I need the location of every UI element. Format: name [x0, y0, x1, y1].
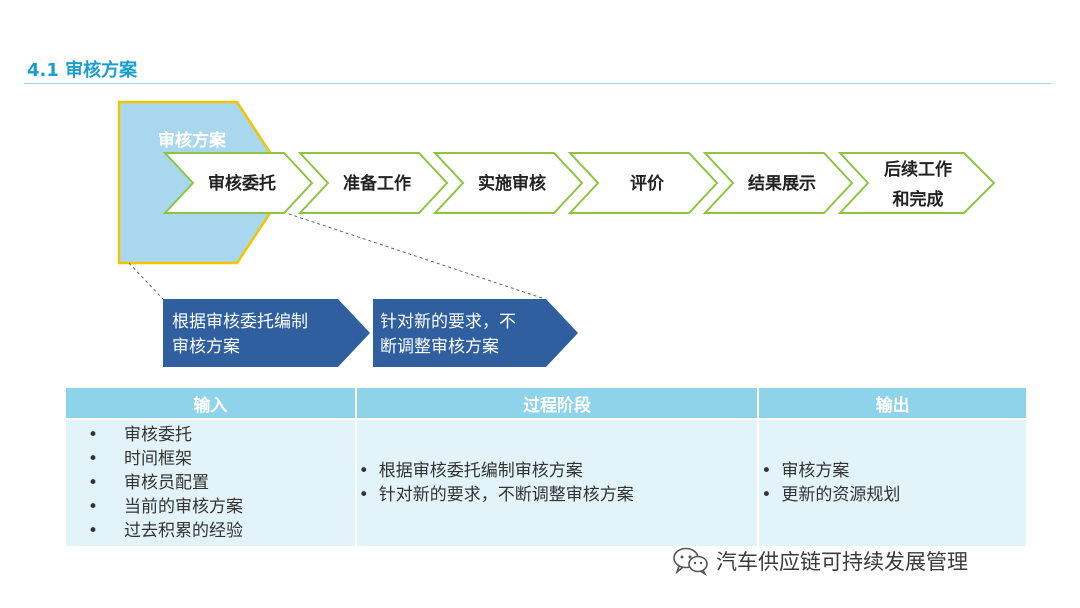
list-item: 更新的资源规划 [759, 483, 1026, 507]
watermark: 汽车供应链可持续发展管理 [672, 543, 1052, 579]
process-cell: 根据审核委托编制审核方案 针对新的要求，不断调整审核方案 [356, 420, 758, 546]
table-header-row: 输入 过程阶段 输出 [66, 388, 1026, 418]
stage-chevron [162, 152, 314, 214]
detail-adjust-plan: 针对新的要求，不 断调整审核方案 [373, 299, 578, 367]
input-process-output-table: 输入 过程阶段 输出 审核委托 时间框架 审核员配置 当前的审核方案 过去积累的… [64, 386, 1028, 548]
title-divider [24, 83, 1051, 84]
header-input: 输入 [66, 388, 355, 418]
stage-prepare[interactable]: 准备工作 [297, 152, 449, 214]
output-list: 审核方案 更新的资源规划 [759, 459, 1026, 507]
section-title: 4.1 审核方案 [27, 60, 138, 81]
stage-label-line-1: 后续工作 [884, 159, 952, 180]
stage-chevron [567, 152, 719, 214]
stage-label: 实施审核 [478, 173, 546, 194]
list-item: 当前的审核方案 [66, 495, 355, 519]
list-item: 根据审核委托编制审核方案 [357, 459, 758, 483]
detail-arrow [373, 299, 578, 367]
header-process: 过程阶段 [356, 388, 758, 418]
list-item: 针对新的要求，不断调整审核方案 [357, 483, 758, 507]
list-item: 过去积累的经验 [66, 519, 355, 543]
output-cell: 审核方案 更新的资源规划 [759, 420, 1026, 546]
detail-line-1: 根据审核委托编制 [172, 312, 308, 332]
stage-label-line-2: 和完成 [893, 189, 944, 210]
stage-label: 审核委托 [208, 173, 276, 194]
process-list: 根据审核委托编制审核方案 针对新的要求，不断调整审核方案 [357, 459, 758, 507]
stage-chevron [702, 152, 854, 214]
input-cell: 审核委托 时间框架 审核员配置 当前的审核方案 过去积累的经验 [66, 420, 355, 546]
stage-entrust[interactable]: 审核委托 [162, 152, 314, 214]
guide-line-right [282, 211, 546, 300]
list-item: 审核员配置 [66, 471, 355, 495]
detail-line-2: 断调整审核方案 [380, 337, 499, 357]
list-item: 审核方案 [759, 459, 1026, 483]
wechat-icon [673, 547, 708, 576]
list-item: 时间框架 [66, 447, 355, 471]
header-output: 输出 [759, 388, 1026, 418]
watermark-text: 汽车供应链可持续发展管理 [716, 550, 968, 574]
guide-line-left [128, 262, 164, 300]
stage-evaluate[interactable]: 评价 [567, 152, 719, 214]
detail-line-1: 针对新的要求，不 [380, 312, 516, 332]
stage-chevron [837, 152, 996, 214]
stage-label: 评价 [630, 174, 665, 194]
stage-present[interactable]: 结果展示 [702, 152, 854, 214]
detail-arrow [163, 299, 370, 367]
list-item: 审核委托 [66, 423, 355, 447]
detail-line-2: 审核方案 [172, 337, 240, 357]
stage-chevron [432, 152, 584, 214]
process-flow-diagram: 审核方案 审核委托 准备工作 实施审核 评价 结果展示 后续工作 和完成 根据审… [117, 100, 996, 367]
stage-followup[interactable]: 后续工作 和完成 [837, 152, 996, 214]
stage-label: 结果展示 [748, 173, 816, 194]
stage-label: 准备工作 [343, 173, 411, 194]
stage-implement[interactable]: 实施审核 [432, 152, 584, 214]
stage-chevron [297, 152, 449, 214]
audit-plan-label: 审核方案 [158, 130, 227, 151]
input-list: 审核委托 时间框架 审核员配置 当前的审核方案 过去积累的经验 [66, 423, 355, 543]
detail-create-plan: 根据审核委托编制 审核方案 [163, 299, 370, 367]
table-row: 审核委托 时间框架 审核员配置 当前的审核方案 过去积累的经验 根据审核委托编制… [66, 420, 1026, 546]
